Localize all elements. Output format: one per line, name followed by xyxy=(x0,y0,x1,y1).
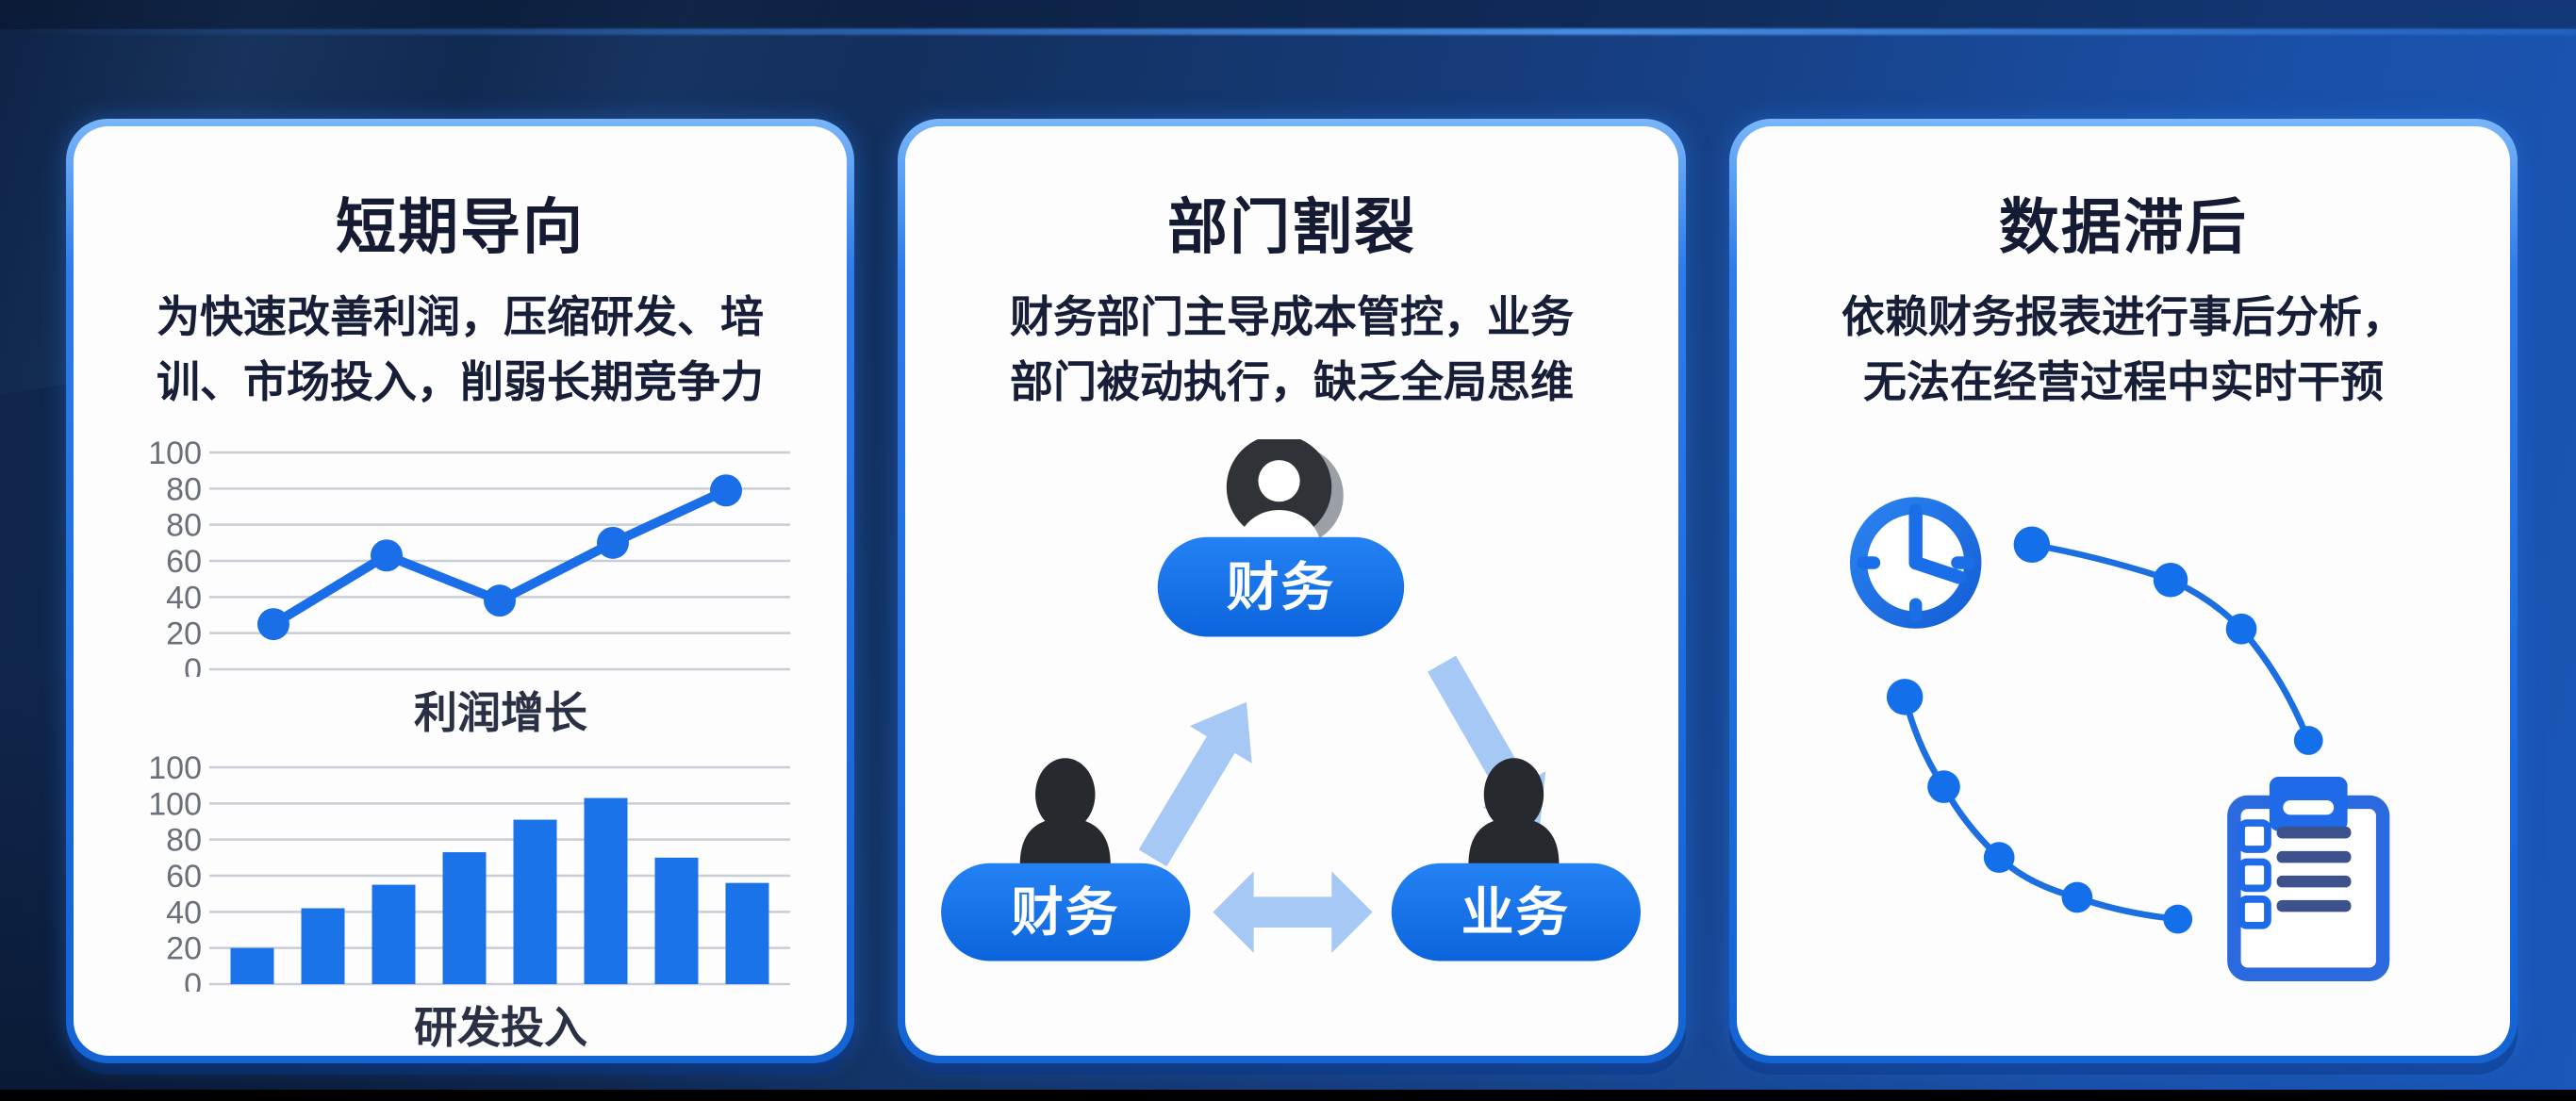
right-person-icon xyxy=(1468,758,1560,865)
bar-chart-caption: 研发投入 xyxy=(414,1003,587,1052)
svg-text:80: 80 xyxy=(166,823,202,859)
svg-text:20: 20 xyxy=(166,616,202,652)
svg-text:0: 0 xyxy=(184,967,202,992)
data-lag-flow-diagram xyxy=(1849,497,2390,981)
left-node-finance: 财务 xyxy=(941,863,1191,961)
svg-text:0: 0 xyxy=(184,652,202,677)
card-department-fragmentation: 部门割裂 财务部门主导成本管控，业务 部门被动执行，缺乏全局思维 xyxy=(898,119,1686,1063)
card3-body: 依赖财务报表进行事后分析， 无法在经营过程中实时干预 xyxy=(1841,292,2405,406)
arrow-double-horizontal xyxy=(1213,871,1373,953)
arrow-top-to-right xyxy=(1428,655,1546,833)
svg-text:100: 100 xyxy=(148,754,202,786)
card3-title: 数据滞后 xyxy=(1999,193,2248,261)
svg-text:60: 60 xyxy=(166,859,202,895)
dotted-flow-arcs xyxy=(1886,526,2323,934)
background-top-shade xyxy=(0,0,2576,29)
svg-text:财务: 财务 xyxy=(1227,558,1335,616)
card2-title: 部门割裂 xyxy=(1167,193,1416,261)
right-node-business: 业务 xyxy=(1391,863,1641,961)
top-node-finance: 财务 xyxy=(1157,536,1405,637)
department-triangle-diagram: 财务 财务 业务 xyxy=(941,439,1641,961)
svg-text:40: 40 xyxy=(166,580,202,616)
svg-text:财务: 财务 xyxy=(1011,883,1119,942)
line-chart-caption: 利润增长 xyxy=(414,688,587,737)
card1-title: 短期导向 xyxy=(336,193,585,261)
svg-text:100: 100 xyxy=(148,439,202,471)
svg-text:40: 40 xyxy=(166,895,202,930)
clock-icon xyxy=(1849,497,1982,629)
left-person-icon xyxy=(1019,758,1111,865)
card2-body: 财务部门主导成本管控，业务 部门被动执行，缺乏全局思维 xyxy=(1010,292,1574,406)
svg-text:100: 100 xyxy=(148,786,202,822)
card1-body: 为快速改善利润，压缩研发、培 训、市场投入，削弱长期竞争力 xyxy=(157,292,764,406)
svg-text:20: 20 xyxy=(166,931,202,967)
svg-text:60: 60 xyxy=(166,544,202,580)
bottom-black-bar xyxy=(0,1090,2576,1101)
background-glow-line xyxy=(0,28,2576,35)
clipboard-checklist-icon xyxy=(2227,777,2390,981)
arrow-up-left-to-top xyxy=(1138,701,1252,867)
svg-text:业务: 业务 xyxy=(1461,883,1570,942)
svg-text:80: 80 xyxy=(166,471,202,507)
svg-text:80: 80 xyxy=(166,508,202,544)
card-data-lag: 数据滞后 依赖财务报表进行事后分析， 无法在经营过程中实时干预 xyxy=(1729,119,2518,1063)
